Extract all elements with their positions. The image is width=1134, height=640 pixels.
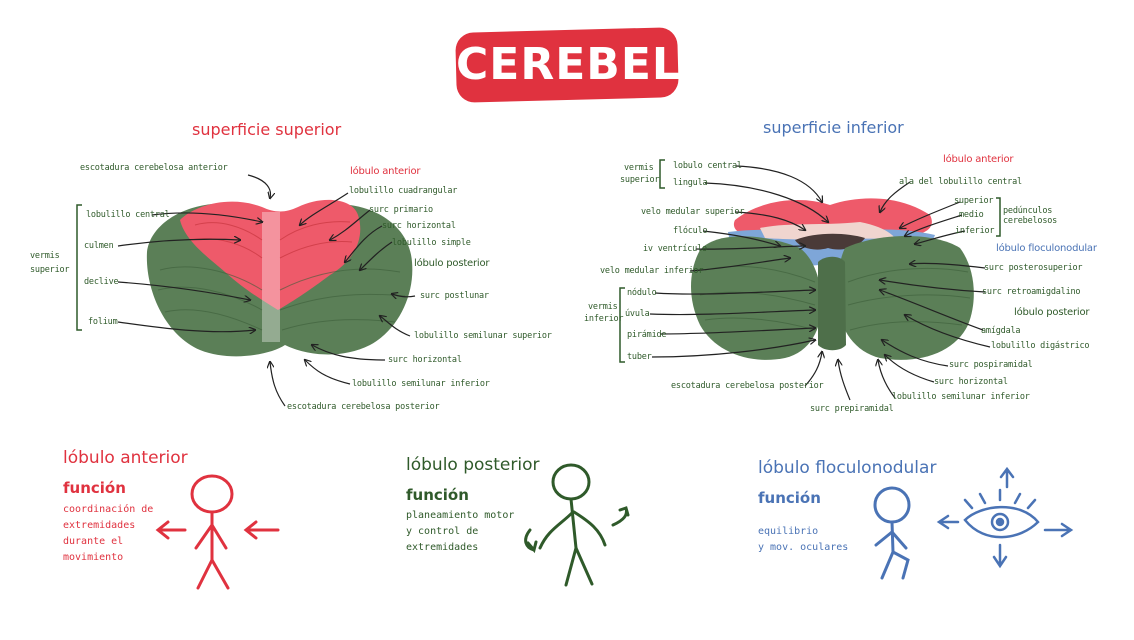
label-semilunar-superior: lobulillo semilunar superior [414,331,552,341]
label-velo-superior: velo medular superior [641,207,745,217]
label-surco-horizontal-top: surc horizontal [382,221,456,231]
label-declive: declive [84,277,119,287]
function-anterior-desc-line: extremidades [63,520,136,531]
label-surco-horizontal-inf: surc horizontal [934,377,1008,387]
label-ala: ala del lobulillo central [899,177,1022,187]
label-vermis-superior: superior [30,265,70,275]
label-pedunculos-1: pedúnculos [1003,206,1053,216]
label-lingula: lingula [673,178,708,188]
superior-folia-lines [157,266,406,331]
function-floculonodular-lobe: lóbulo floculonodular [758,458,937,478]
anterior-figure-icon [155,474,280,590]
label-lobulo-anterior-sup: lóbulo anterior [350,166,421,177]
superior-red-anterior [180,199,361,310]
function-posterior-desc-line: planeamiento motor [406,510,515,521]
function-posterior-lobe: lóbulo posterior [406,455,540,475]
posterior-figure-icon [524,463,630,587]
label-lobulillo-simple: lobulillo simple [392,238,471,248]
function-anterior-lobe: lóbulo anterior [63,448,188,468]
eye-icon [936,466,1074,569]
superior-heading: superficie superior [192,120,342,139]
function-posterior-heading: función [406,486,469,504]
superior-vermis-strip [262,212,280,342]
label-surco-postlunar: surc postlunar [420,291,489,301]
label-escotadura-posterior-sup: escotadura cerebelosa posterior [287,402,440,412]
label-ped-medio: medio [959,210,984,220]
label-surco-horizontal-sup: surc horizontal [388,355,462,365]
label-cuadrangular: lobulillo cuadrangular [349,186,458,196]
superior-leaders [117,174,416,407]
function-posterior-desc-line: y control de [406,526,479,537]
page-title: CEREBELO [456,39,718,90]
label-surco-prepiramidal: surc prepiramidal [810,404,894,414]
inferior-cerebellum [691,198,974,360]
function-anterior-desc-line: durante el [63,536,124,547]
inferior-heading: superficie inferior [763,118,904,137]
function-anterior-desc-line: movimiento [63,552,124,563]
label-vermis-inferior-1: vermis [588,302,618,312]
label-culmen: culmen [84,241,114,251]
label-iv-ventriculo: iv ventrículo [643,244,707,254]
label-lobulo-central-inf: lobulo central [673,161,742,171]
label-nodulo: nódulo [627,288,657,298]
label-piramide: pirámide [627,330,667,340]
inferior-leaders [649,165,991,401]
function-floculonodular-desc-line: y mov. oculares [758,542,849,553]
label-surco-pospiramidal: surc pospiramidal [949,360,1033,370]
inferior-vermis [818,256,846,351]
label-semilunar-inferior-sup: lobulillo semilunar inferior [352,379,490,389]
label-floculo: flóculo [673,226,708,236]
superior-cerebellum [146,199,413,357]
label-lobulillo-central: lobulillo central [86,210,170,220]
label-superior-inf: superior [620,175,660,185]
label-floculonodular-inf: lóbulo floculonodular [996,243,1097,254]
label-lobulo-anterior-inf: lóbulo anterior [943,154,1014,165]
label-uvula: úvula [625,309,650,319]
label-velo-inferior: velo medular inferior [600,266,704,276]
label-ped-inferior: inferior [955,226,995,236]
label-escotadura-anterior: escotadura cerebelosa anterior [80,163,228,173]
inferior-iv-ventricle [795,233,865,250]
vermis-brackets [76,159,1001,363]
label-semilunar-inferior-inf: lobulillo semilunar inferior [892,392,1030,402]
label-tuber: tuber [627,352,652,362]
function-posterior-desc-line: extremidades [406,542,479,553]
label-folium: folium [88,317,118,327]
inferior-right-hemisphere [838,236,974,360]
function-floculonodular-desc-line: equilibrio [758,526,819,537]
inferior-left-hemisphere [691,236,822,360]
label-vermis-sup-inf: vermis [624,163,654,173]
label-surco-primario: surc primario [369,205,433,215]
label-lobulo-posterior-sup: lóbulo posterior [414,258,490,269]
label-vermis: vermis [30,251,60,261]
function-anterior-heading: función [63,479,126,497]
label-amigdala: amígdala [981,326,1021,336]
label-lobulo-posterior-inf: lóbulo posterior [1014,307,1090,318]
floculonodular-figure-icon [873,486,911,580]
function-anterior-desc-line: coordinación de [63,504,154,515]
label-surco-posterosuperior: surc posterosuperior [984,263,1083,273]
label-pedunculos-2: cerebelosos [1003,216,1058,226]
label-escotadura-posterior-inf: escotadura cerebelosa posterior [671,381,824,391]
function-posterior-desc: planeamiento motor y control de extremid… [406,508,514,556]
label-vermis-inferior-2: inferior [584,314,624,324]
label-surco-retroamigdalino: surc retroamigdalino [982,287,1081,297]
function-anterior-desc: coordinación de extremidades durante el … [63,502,153,566]
function-floculonodular-desc: equilibrio y mov. oculares [758,524,848,556]
label-ped-superior: superior [954,196,994,206]
function-floculonodular-heading: función [758,489,821,507]
label-digastrico: lobulillo digástrico [991,341,1090,351]
